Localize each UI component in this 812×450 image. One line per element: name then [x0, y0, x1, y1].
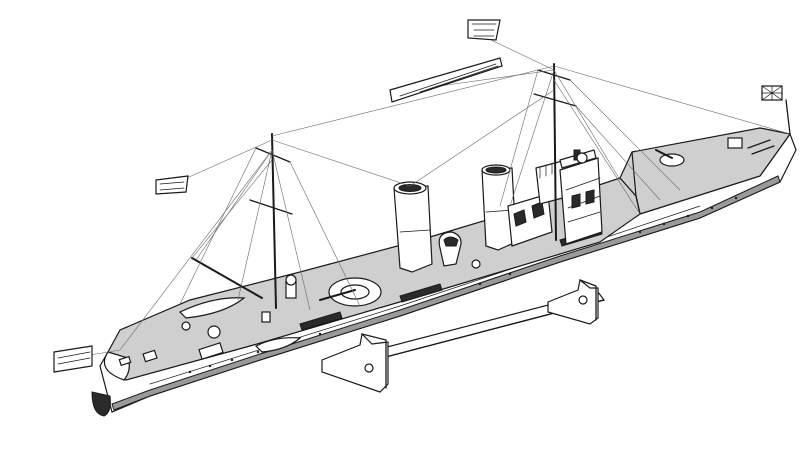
aft-mast-flag	[155, 175, 189, 195]
aft-hatch	[198, 342, 224, 360]
searchlight	[576, 152, 588, 164]
bridge-superstructure	[507, 149, 603, 247]
torpedo-tube-aft	[299, 311, 343, 331]
fore-stay	[553, 65, 791, 135]
forward-gun-barrel	[655, 149, 673, 159]
aft-boat	[178, 297, 246, 319]
forecastle-locker	[727, 137, 743, 149]
deck-gun-barrel	[319, 289, 356, 301]
rigging-lines	[59, 29, 791, 361]
flags	[53, 19, 791, 373]
stand-cradle-fore	[547, 278, 599, 325]
aft-mast-yard-lower	[249, 199, 293, 215]
masts	[191, 63, 577, 309]
aft-derrick-boom	[191, 257, 263, 299]
main-stay	[271, 65, 555, 137]
funnel-aft	[393, 185, 433, 273]
mid-boat	[254, 337, 302, 353]
stand-cradle-aft	[321, 332, 389, 393]
display-stand	[321, 278, 606, 393]
portholes	[188, 196, 738, 374]
bridge-tower	[559, 157, 603, 245]
commissioning-streamer	[389, 57, 503, 103]
fore-mast-yard-lower	[533, 93, 577, 107]
ventilator-aft	[207, 325, 221, 339]
hull-boot-topping	[111, 175, 781, 411]
fore-mast	[553, 63, 557, 241]
deck-fittings	[118, 137, 775, 367]
aft-mast	[271, 133, 277, 309]
rudder	[91, 391, 111, 417]
stern-ensign	[53, 345, 93, 373]
funnels	[393, 164, 517, 273]
torpedo-tube-mid	[399, 283, 443, 303]
forward-gun-mount	[659, 153, 685, 167]
